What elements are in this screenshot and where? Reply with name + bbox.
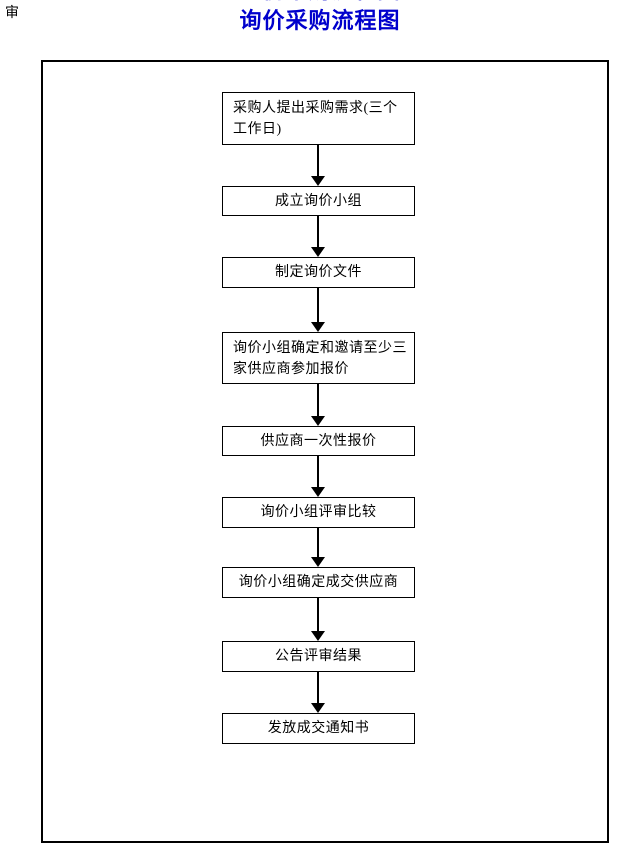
connector-line-2 [317, 216, 319, 247]
down-arrow-icon [311, 487, 325, 497]
clipped-text-remnant: 询价采购流程图 [0, 0, 640, 3]
flow-step-5-label: 供应商一次性报价 [260, 433, 377, 449]
flow-step-1: 采购人提出采购需求(三个 工作日) [222, 92, 415, 145]
connector-line-7 [317, 598, 319, 631]
flow-step-8: 公告评审结果 [222, 641, 415, 672]
connector-line-1 [317, 145, 319, 176]
flow-step-9-label: 发放成交通知书 [267, 721, 370, 736]
corner-char: 审 [5, 6, 19, 21]
flow-step-1-line-2: 工作日) [233, 122, 282, 137]
flow-step-4-line-1: 询价小组确定和邀请至少三 [233, 341, 407, 356]
flow-step-1-line-1: 采购人提出采购需求(三个 [233, 101, 398, 116]
flow-step-7: 询价小组确定成交供应商 [222, 567, 415, 598]
flow-step-5: 供应商一次性报价 [222, 426, 415, 456]
flow-step-4-line-2: 家供应商参加报价 [233, 362, 349, 377]
down-arrow-icon [311, 176, 325, 186]
flow-step-4: 询价小组确定和邀请至少三 家供应商参加报价 [222, 332, 415, 384]
flow-step-2: 成立询价小组 [222, 186, 415, 216]
down-arrow-icon [311, 416, 325, 426]
flow-step-8-label: 公告评审结果 [275, 649, 362, 664]
down-arrow-icon [311, 631, 325, 641]
down-arrow-icon [311, 322, 325, 332]
clipped-text: 询价采购流程图 [0, 0, 640, 3]
flow-step-2-label: 成立询价小组 [275, 193, 362, 209]
down-arrow-icon [311, 557, 325, 567]
connector-line-3 [317, 288, 319, 322]
connector-line-4 [317, 384, 319, 416]
down-arrow-icon [311, 703, 325, 713]
flow-step-3: 制定询价文件 [222, 257, 415, 288]
flow-step-9: 发放成交通知书 [222, 713, 415, 744]
connector-line-6 [317, 528, 319, 557]
flow-step-7-label: 询价小组确定成交供应商 [238, 575, 399, 590]
connector-line-8 [317, 672, 319, 703]
page-title: 询价采购流程图 [239, 8, 401, 33]
flow-step-6: 询价小组评审比较 [222, 497, 415, 528]
flow-step-3-label: 制定询价文件 [275, 265, 362, 280]
flow-step-6-label: 询价小组评审比较 [260, 505, 377, 520]
connector-line-5 [317, 456, 319, 487]
down-arrow-icon [311, 247, 325, 257]
